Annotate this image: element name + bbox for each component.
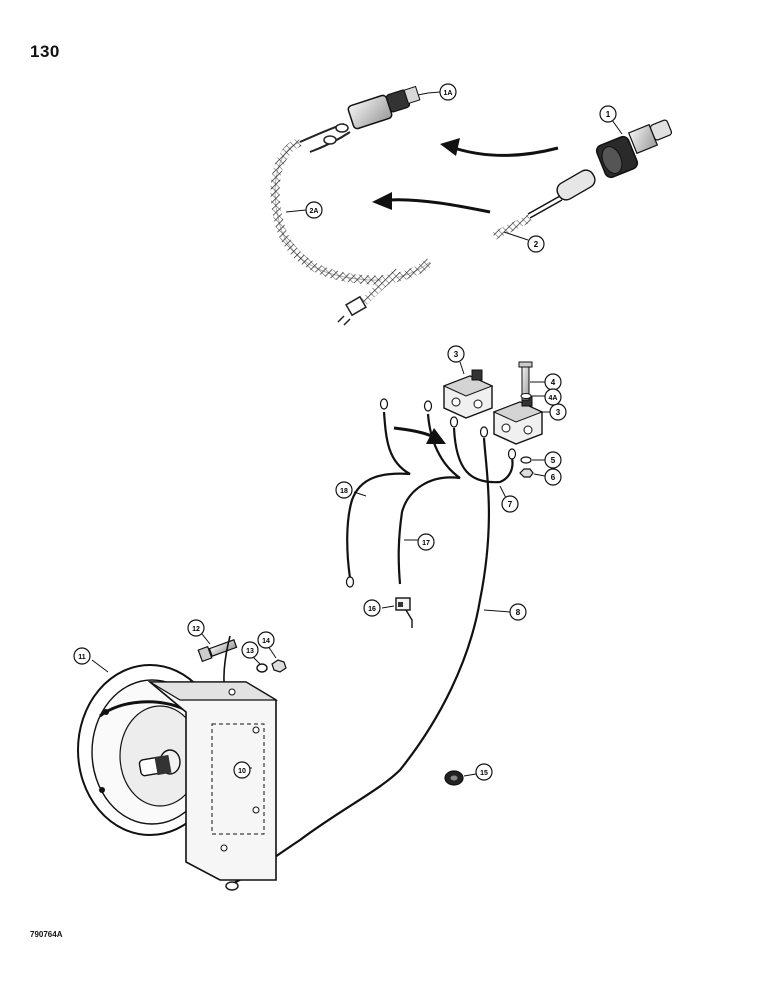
- wire-8: [231, 437, 490, 885]
- switch-1a: [347, 85, 429, 130]
- bracket-10: [147, 681, 279, 881]
- callout-3-lower: 3: [549, 403, 567, 421]
- svg-text:4: 4: [551, 378, 556, 387]
- callout-1: 1: [599, 105, 617, 123]
- svg-text:1A: 1A: [444, 90, 453, 97]
- lead-plug: [337, 295, 367, 326]
- bolt-4: [518, 361, 533, 401]
- svg-text:3: 3: [454, 350, 459, 359]
- figure-code: 790764A: [30, 930, 63, 939]
- pressure-switch-assembly: [270, 85, 673, 326]
- callout-6: 6: [544, 468, 562, 486]
- svg-text:3: 3: [556, 408, 561, 417]
- callout-11: 11: [73, 647, 91, 665]
- callout-3-upper: 3: [447, 345, 465, 363]
- svg-text:10: 10: [238, 768, 246, 775]
- svg-text:11: 11: [78, 654, 86, 661]
- callout-16: 16: [363, 599, 381, 617]
- callout-10: 10: [233, 761, 251, 779]
- wire-17: [397, 413, 461, 585]
- svg-text:15: 15: [480, 770, 488, 777]
- callout-7: 7: [501, 495, 519, 513]
- callout-12: 12: [187, 619, 205, 637]
- callout-4a: 4A: [544, 388, 562, 406]
- svg-text:16: 16: [368, 606, 376, 613]
- callout-15: 15: [475, 763, 493, 781]
- washer-5: [520, 456, 532, 464]
- assembly-arrows: [372, 138, 559, 214]
- braided-lead-2a: [270, 137, 433, 285]
- svg-text:6: 6: [551, 473, 556, 482]
- svg-text:12: 12: [192, 626, 200, 633]
- callout-18: 18: [335, 481, 353, 499]
- switch-1: [595, 119, 673, 179]
- page-number: 130: [30, 42, 60, 61]
- svg-text:2A: 2A: [310, 208, 319, 215]
- wire-boot-2: [492, 169, 596, 240]
- wire-7: [452, 427, 514, 484]
- nut-6: [519, 468, 534, 478]
- callout-13: 13: [241, 641, 259, 659]
- callout-5: 5: [544, 451, 562, 469]
- svg-text:13: 13: [246, 648, 254, 655]
- bolt-12: [197, 639, 238, 663]
- washer-13: [256, 663, 268, 673]
- callout-14: 14: [257, 631, 275, 649]
- circuit-breaker-3-upper: [442, 369, 494, 419]
- svg-text:7: 7: [508, 500, 513, 509]
- callout-2a: 2A: [305, 201, 323, 219]
- svg-text:2: 2: [534, 240, 539, 249]
- callout-4: 4: [544, 373, 562, 391]
- svg-text:14: 14: [262, 638, 270, 645]
- circuit-breaker-assembly: [225, 361, 544, 891]
- nut-14: [271, 659, 287, 673]
- callout-1a: 1A: [439, 83, 457, 101]
- svg-text:4A: 4A: [549, 395, 558, 402]
- callout-2: 2: [527, 235, 545, 253]
- circuit-breaker-3-lower: [492, 395, 544, 445]
- svg-text:18: 18: [340, 488, 348, 495]
- connector-16: [395, 597, 413, 628]
- svg-text:1: 1: [606, 110, 611, 119]
- svg-text:8: 8: [516, 608, 521, 617]
- mounting-assembly: [77, 635, 287, 881]
- svg-text:5: 5: [551, 456, 556, 465]
- callouts: 1A 1 2 2A 3 3: [73, 83, 623, 781]
- callout-8: 8: [509, 603, 527, 621]
- grommet-15: [444, 770, 464, 786]
- svg-text:17: 17: [422, 540, 430, 547]
- callout-17: 17: [417, 533, 435, 551]
- wire-18: [346, 411, 411, 579]
